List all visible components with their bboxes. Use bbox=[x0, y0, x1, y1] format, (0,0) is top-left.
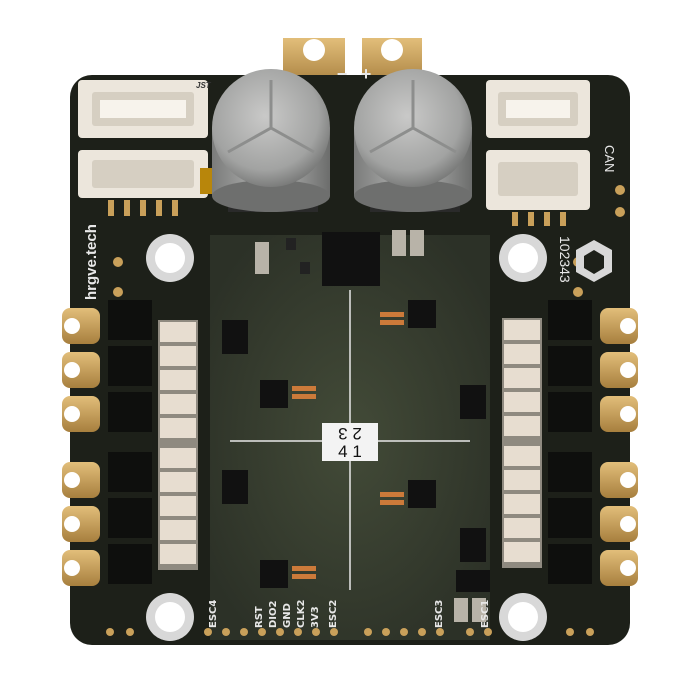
can-label: CAN bbox=[602, 145, 617, 172]
mosfets-right bbox=[548, 300, 592, 584]
pin-label-esc3: ESC3 bbox=[434, 600, 445, 628]
edge-pads-left bbox=[62, 308, 100, 586]
power-tab-negative bbox=[283, 38, 345, 86]
jst-connector-bottom bbox=[78, 150, 208, 216]
small-caps-top bbox=[255, 230, 424, 274]
pin-label-gnd: GND bbox=[282, 603, 293, 628]
edge-pads-left-holes bbox=[64, 318, 80, 576]
mounting-hole-bottom-left bbox=[146, 593, 194, 641]
mosfets-left bbox=[108, 300, 152, 584]
pin-label-dio2: DIO2 bbox=[268, 600, 279, 628]
can-connector-top bbox=[486, 80, 590, 138]
hexagon-cube-icon bbox=[576, 240, 612, 282]
edge-pads-right bbox=[600, 308, 638, 586]
capacitor-right bbox=[354, 69, 472, 212]
passive-arrays bbox=[292, 312, 404, 579]
can-connector-bottom bbox=[486, 150, 590, 226]
capacitor-left bbox=[212, 69, 330, 212]
quadrant-label-top: 2 3 bbox=[338, 424, 362, 443]
pin-label-esc1: ESC1 bbox=[480, 600, 491, 628]
pin-label-clk2: CLK2 bbox=[296, 600, 307, 628]
mounting-hole-bottom-right bbox=[499, 593, 547, 641]
power-plus-label: + bbox=[361, 64, 372, 84]
pin-label-esc4: ESC4 bbox=[208, 600, 219, 628]
pin-labels: ESC4 RST DIO2 GND CLK2 3V3 ESC2 ESC3 ESC… bbox=[208, 600, 491, 628]
jst-label: JST bbox=[196, 81, 212, 90]
gate-drivers bbox=[222, 300, 486, 588]
brand-label: hrgve.tech bbox=[83, 224, 100, 300]
gold-vias bbox=[113, 185, 625, 297]
pin-label-3v3: 3V3 bbox=[310, 606, 321, 628]
resistors-left bbox=[158, 320, 198, 570]
main-ic bbox=[322, 232, 380, 286]
bottom-right-caps bbox=[454, 570, 490, 622]
pin-label-esc2: ESC2 bbox=[328, 600, 339, 628]
mounting-hole-top-left bbox=[146, 234, 194, 282]
serial-label: 102343 bbox=[557, 236, 573, 283]
power-minus-label: − bbox=[337, 64, 348, 84]
bottom-header-vias bbox=[106, 628, 594, 636]
quadrant-label-bottom: 4 1 bbox=[338, 442, 362, 461]
edge-pads-right-holes bbox=[620, 318, 636, 576]
pin-label-rst: RST bbox=[254, 606, 265, 628]
mounting-hole-top-right bbox=[499, 234, 547, 282]
jst-connector-top: JST bbox=[78, 80, 212, 138]
resistors-right bbox=[502, 318, 542, 568]
quadrant-label-box bbox=[322, 423, 378, 461]
